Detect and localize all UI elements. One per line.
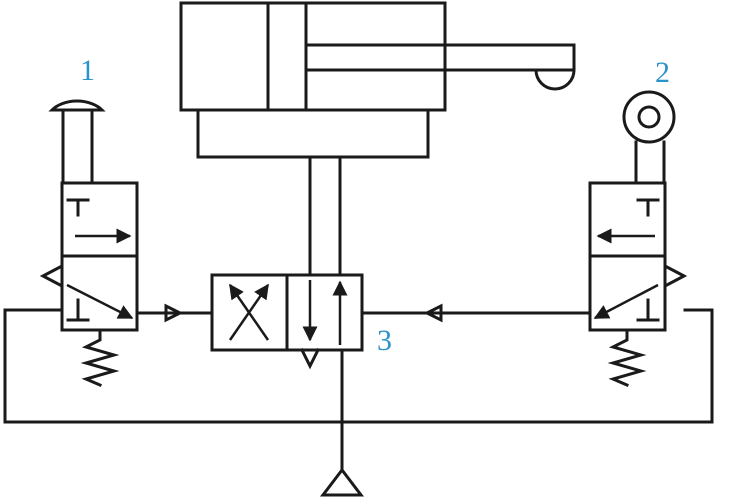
roller-icon bbox=[622, 90, 676, 144]
valve-1-arrow-bottom bbox=[66, 283, 134, 320]
push-button-icon bbox=[48, 99, 106, 112]
valve-2-exhaust bbox=[663, 263, 688, 289]
supply-loop bbox=[3, 308, 714, 424]
rod-end-cam bbox=[534, 68, 576, 91]
spring-icon bbox=[80, 328, 120, 387]
label-valve-2: 2 bbox=[655, 56, 670, 89]
label-valve-1: 1 bbox=[80, 54, 95, 87]
roller-inner bbox=[637, 105, 661, 129]
valve-3 bbox=[210, 273, 364, 370]
valve-3-exhaust bbox=[299, 347, 321, 370]
valve-3-cross-arrow-b bbox=[228, 283, 270, 341]
valve-2-block-top bbox=[636, 198, 660, 217]
valve-1-exhaust bbox=[39, 263, 64, 289]
pilot-arrow-right bbox=[423, 303, 443, 323]
valve-2-arrow-bottom bbox=[593, 283, 659, 320]
valve-1-block-top bbox=[66, 198, 90, 217]
push-button-stem bbox=[61, 108, 94, 185]
spring-icon-right bbox=[607, 328, 647, 387]
valve-2-block-bottom bbox=[636, 298, 660, 322]
valve-1-block-bottom bbox=[66, 298, 90, 322]
valve-1 bbox=[39, 99, 139, 387]
double-acting-cylinder bbox=[179, 1, 576, 112]
pressure-source-triangle-icon bbox=[319, 467, 365, 497]
piston-rod bbox=[304, 43, 576, 72]
cylinder-barrel bbox=[179, 1, 447, 112]
roller-stem bbox=[634, 140, 666, 185]
pilot-arrow-left bbox=[164, 303, 184, 323]
cylinder-base bbox=[196, 108, 430, 159]
valve-2 bbox=[588, 90, 688, 387]
cylinder-piston bbox=[266, 1, 308, 112]
label-valve-3: 3 bbox=[377, 324, 392, 357]
